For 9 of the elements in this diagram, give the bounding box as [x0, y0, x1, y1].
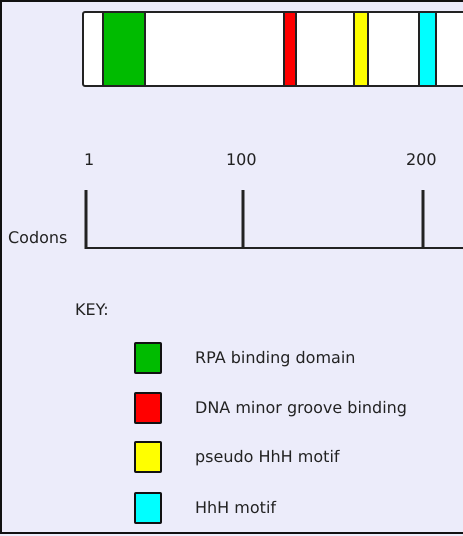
legend-label: RPA binding domain: [195, 348, 356, 367]
scale-number: 200: [406, 150, 437, 169]
legend-label: DNA minor groove binding: [195, 398, 407, 417]
legend-label: HhH motif: [195, 498, 276, 517]
scale-number: 1: [84, 150, 94, 169]
legend-label: pseudo HhH motif: [195, 447, 340, 466]
axis-label: Codons: [8, 228, 68, 247]
key-heading: KEY:: [75, 300, 109, 319]
scale-number: 100: [226, 150, 257, 169]
